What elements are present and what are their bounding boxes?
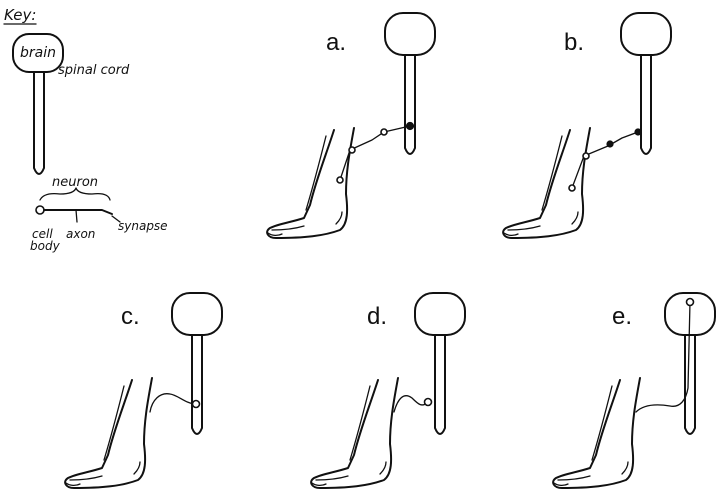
panel-a-label: a. [326,29,346,56]
key-title: Key: [4,6,36,24]
key-synapse-label: synapse [118,219,168,233]
key-cell-body [36,206,44,214]
panel-e-label: e. [612,303,632,330]
panel-e: e. [553,293,715,488]
panel-b-synapse-1 [607,141,613,147]
panel-c-synapse [193,401,200,408]
panel-b-cell-body-1 [569,185,575,191]
panel-d-leg [311,378,398,488]
panel-a-cell-body-3 [381,129,387,135]
panel-e-neuron-path [636,302,690,412]
key-cell-body-label-2: body [30,239,61,253]
panel-d: d. [311,293,465,488]
panel-a-cns [385,13,435,154]
panel-b-synapse-2 [635,129,641,135]
key-legend: Key: brain spinal cord neuron cell body … [4,6,168,253]
panel-a-cell-body-2 [349,147,355,153]
panel-e-leg [553,378,640,488]
panel-b-cell-body-2 [583,153,589,159]
panel-c-leg [65,378,152,488]
panel-d-cns [415,293,465,434]
key-spinal-cord-shape [34,72,44,174]
panel-d-synapse [425,399,432,406]
panel-d-neuron-path [394,396,428,412]
panel-b-leg [503,128,590,238]
key-axon-line [44,210,112,214]
key-axon-pointer [76,210,77,222]
key-spinal-cord-label: spinal cord [58,63,130,78]
panel-b-label: b. [564,29,584,56]
key-neuron-brace [40,188,110,200]
key-brain-label: brain [20,45,56,61]
panel-c-neuron-path [150,394,196,412]
panel-e-synapse [687,299,694,306]
panel-a: a. [267,13,435,238]
panel-b-cns [621,13,671,154]
panel-b: b. [503,13,671,238]
panel-d-label: d. [367,303,387,330]
key-neuron-label: neuron [52,175,98,190]
panel-c: c. [65,293,222,488]
panel-c-cns [172,293,222,434]
key-axon-label: axon [66,227,95,241]
panel-a-cell-body-1 [337,177,343,183]
panel-a-synapse [407,123,414,130]
panel-c-label: c. [121,303,140,330]
